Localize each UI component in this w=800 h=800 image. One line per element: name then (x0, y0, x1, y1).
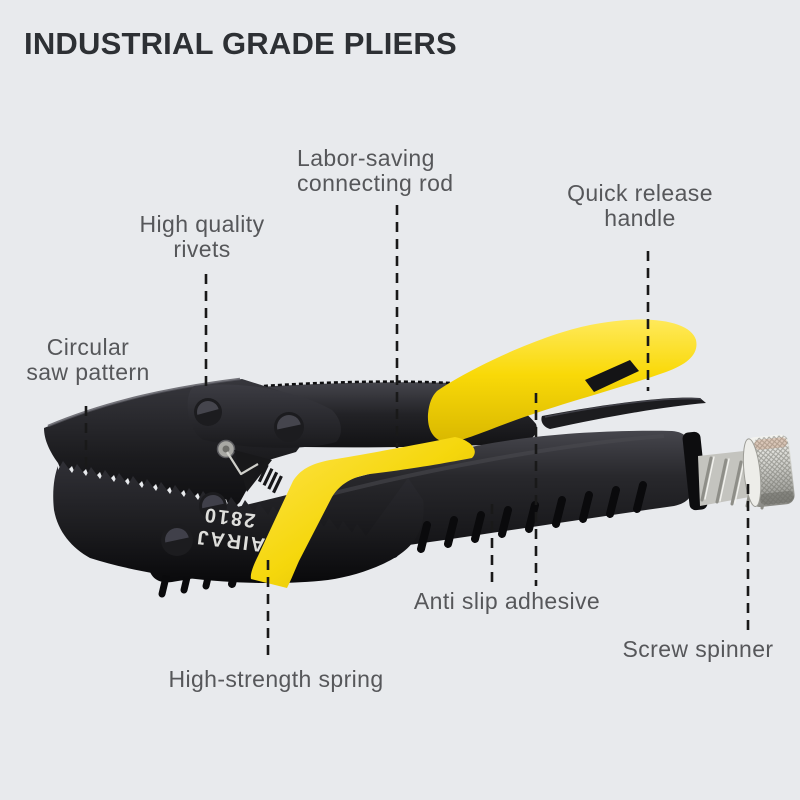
label-screw-spinner: Screw spinner (622, 636, 774, 662)
page-title: INDUSTRIAL GRADE PLIERS (24, 26, 457, 61)
spring-assembly (226, 450, 283, 494)
screw-spinner (682, 431, 795, 511)
knurled-knob (742, 434, 795, 508)
coil-spring (253, 460, 283, 494)
label-quick-release-handle: Quick release handle (567, 180, 713, 231)
label-anti-slip-adhesive: Anti slip adhesive (413, 588, 601, 614)
label-connecting-rod: Labor-saving connecting rod (297, 145, 454, 196)
rivet (274, 412, 304, 442)
release-lever (541, 397, 706, 429)
label-high-quality-rivets: High quality rivets (139, 211, 265, 262)
connecting-rod-plate (187, 384, 341, 459)
rivet (161, 524, 193, 556)
rivet (194, 398, 222, 426)
label-high-strength-spring: High-strength spring (168, 666, 384, 692)
label-circular-saw-pattern: Circular saw pattern (26, 334, 150, 385)
spring-band (250, 437, 475, 588)
rivet (199, 492, 227, 520)
lower-jaw: AIRAJ 2810 (53, 461, 424, 584)
quick-release-handle (427, 319, 697, 443)
